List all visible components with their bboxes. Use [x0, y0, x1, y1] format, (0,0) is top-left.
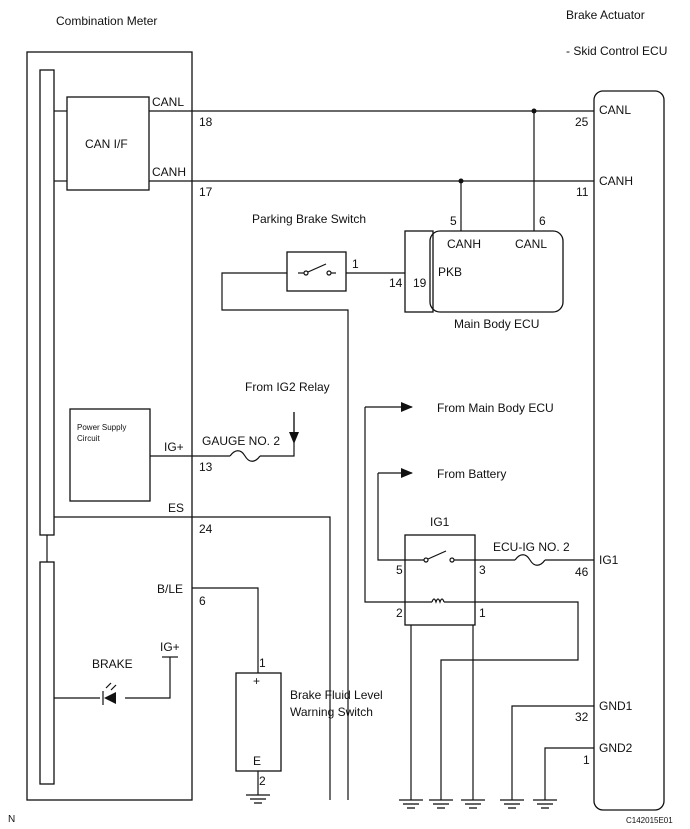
brake-actuator-label: Brake Actuator: [566, 8, 645, 22]
can-if-label: CAN I/F: [85, 137, 128, 151]
es-label: ES: [168, 501, 184, 515]
relay-pin1-wire: [440, 601, 579, 800]
gauge-no2-label: GAUGE NO. 2: [202, 434, 280, 448]
canl-ecu-label: CANL: [515, 237, 547, 251]
can-if-box: [66, 96, 150, 191]
ig2-relay-arrow-head: [289, 432, 299, 444]
ig-plus-label: IG+: [164, 440, 184, 454]
parking-brake-switch-label: Parking Brake Switch: [252, 212, 366, 226]
es-wire: [54, 516, 331, 800]
corner-n-label: N: [8, 814, 15, 825]
brake-led-ray-1: [105, 682, 112, 689]
gnd1-label: GND1: [599, 699, 633, 713]
gnd2-label: GND2: [599, 741, 633, 755]
main-body-ecu-box: [429, 230, 564, 313]
pin-25: 25: [575, 115, 589, 129]
ground-icon-1: [399, 799, 423, 809]
pkb-switch-terminal: [326, 270, 332, 276]
pkb-wire-return: [221, 272, 349, 800]
pin-14: 14: [389, 276, 403, 290]
pin-2-ig1: 2: [396, 606, 403, 620]
pin-1-bf: 1: [259, 656, 266, 670]
pin-3-ig1: 3: [479, 563, 486, 577]
pkb-switch-blade: [307, 263, 327, 273]
from-main-body-ecu-wire: [364, 407, 405, 603]
canh-ecu-label: CANH: [447, 237, 481, 251]
ig1-switch-blade: [427, 550, 447, 560]
pin-11: 11: [576, 185, 589, 199]
canl-right-label: CANL: [599, 103, 631, 117]
from-main-body-ecu-label: From Main Body ECU: [437, 401, 554, 415]
from-battery-label: From Battery: [437, 467, 506, 481]
brake-indicator-ig-wire: [125, 657, 171, 699]
brake-led-icon: [104, 692, 116, 704]
skid-control-label: - Skid Control ECU: [566, 44, 667, 58]
from-battery-arrow-head: [401, 468, 413, 478]
combination-meter-box: [26, 51, 193, 801]
pin-24: 24: [199, 522, 213, 536]
ble-wire: [192, 587, 259, 673]
meter-display-bar-lower: [39, 561, 55, 785]
brake-fluid-plus-label: +: [253, 674, 260, 688]
brake-fluid-label-2: Warning Switch: [290, 705, 373, 719]
ig1-switch-terminal: [449, 557, 455, 563]
pin-19: 19: [413, 276, 427, 290]
brake-label: BRAKE: [92, 657, 133, 671]
gauge-no2-fuse: [229, 450, 261, 462]
pin-17: 17: [199, 185, 213, 199]
ground-icon-2: [429, 799, 453, 809]
canl-left-label: CANL: [152, 95, 184, 109]
figure-id-label: C142015E01: [626, 816, 673, 825]
power-supply-label-2: Circuit: [77, 434, 100, 443]
ig1-coil: [431, 598, 445, 604]
pin-46: 46: [575, 565, 589, 579]
canh-right-label: CANH: [599, 174, 633, 188]
pkb-label: PKB: [438, 265, 462, 279]
pin-32: 32: [575, 710, 589, 724]
pin-5-ecu: 5: [450, 214, 457, 228]
pin-6-ble: 6: [199, 594, 206, 608]
pin-18: 18: [199, 115, 213, 129]
pin-5-ig1: 5: [396, 563, 403, 577]
brake-led-ray-2: [110, 684, 117, 691]
pkb-switch-pivot: [303, 270, 309, 276]
pin-13: 13: [199, 460, 213, 474]
pin-1-pkb: 1: [352, 257, 359, 271]
from-battery-wire: [377, 473, 405, 561]
canh-left-label: CANH: [152, 165, 186, 179]
ecu-ig-no2-fuse: [514, 554, 546, 566]
pin-1-ig1: 1: [479, 606, 486, 620]
pin-6-ecu: 6: [539, 214, 546, 228]
ig1-right-label: IG1: [599, 553, 619, 567]
meter-display-bar-upper: [39, 69, 55, 536]
ig-plus-brake-label: IG+: [160, 640, 180, 654]
ecu-ig-no2-label: ECU-IG NO. 2: [493, 540, 570, 554]
ground-icon-3: [461, 799, 485, 809]
from-main-body-ecu-arrow-head: [401, 402, 413, 412]
gnd2-wire: [544, 747, 594, 800]
ground-symbols: [246, 794, 557, 809]
ig1-switch-pivot: [423, 557, 429, 563]
ground-icon-4: [500, 799, 524, 809]
ground-icon-6: [246, 794, 270, 804]
power-supply-label-1: Power Supply: [77, 423, 126, 432]
ble-label: B/LE: [157, 582, 183, 596]
brake-fluid-label-1: Brake Fluid Level: [290, 688, 383, 702]
ground-icon-5: [533, 799, 557, 809]
from-ig2-relay-label: From IG2 Relay: [245, 380, 330, 394]
brake-actuator-box: [593, 90, 665, 811]
pin-1-gnd2: 1: [583, 753, 590, 767]
pin-2-bf: 2: [259, 774, 266, 788]
power-supply-box: [69, 408, 151, 502]
ig1-relay-label: IG1: [430, 515, 450, 529]
combination-meter-label: Combination Meter: [56, 14, 157, 28]
gnd1-wire: [511, 705, 594, 800]
main-body-ecu-outer-box: [404, 230, 434, 313]
brake-fluid-e-label: E: [253, 754, 261, 768]
ig1-relay-box: [404, 534, 476, 626]
main-body-ecu-label: Main Body ECU: [454, 317, 539, 331]
parking-brake-switch-box: [286, 251, 347, 292]
